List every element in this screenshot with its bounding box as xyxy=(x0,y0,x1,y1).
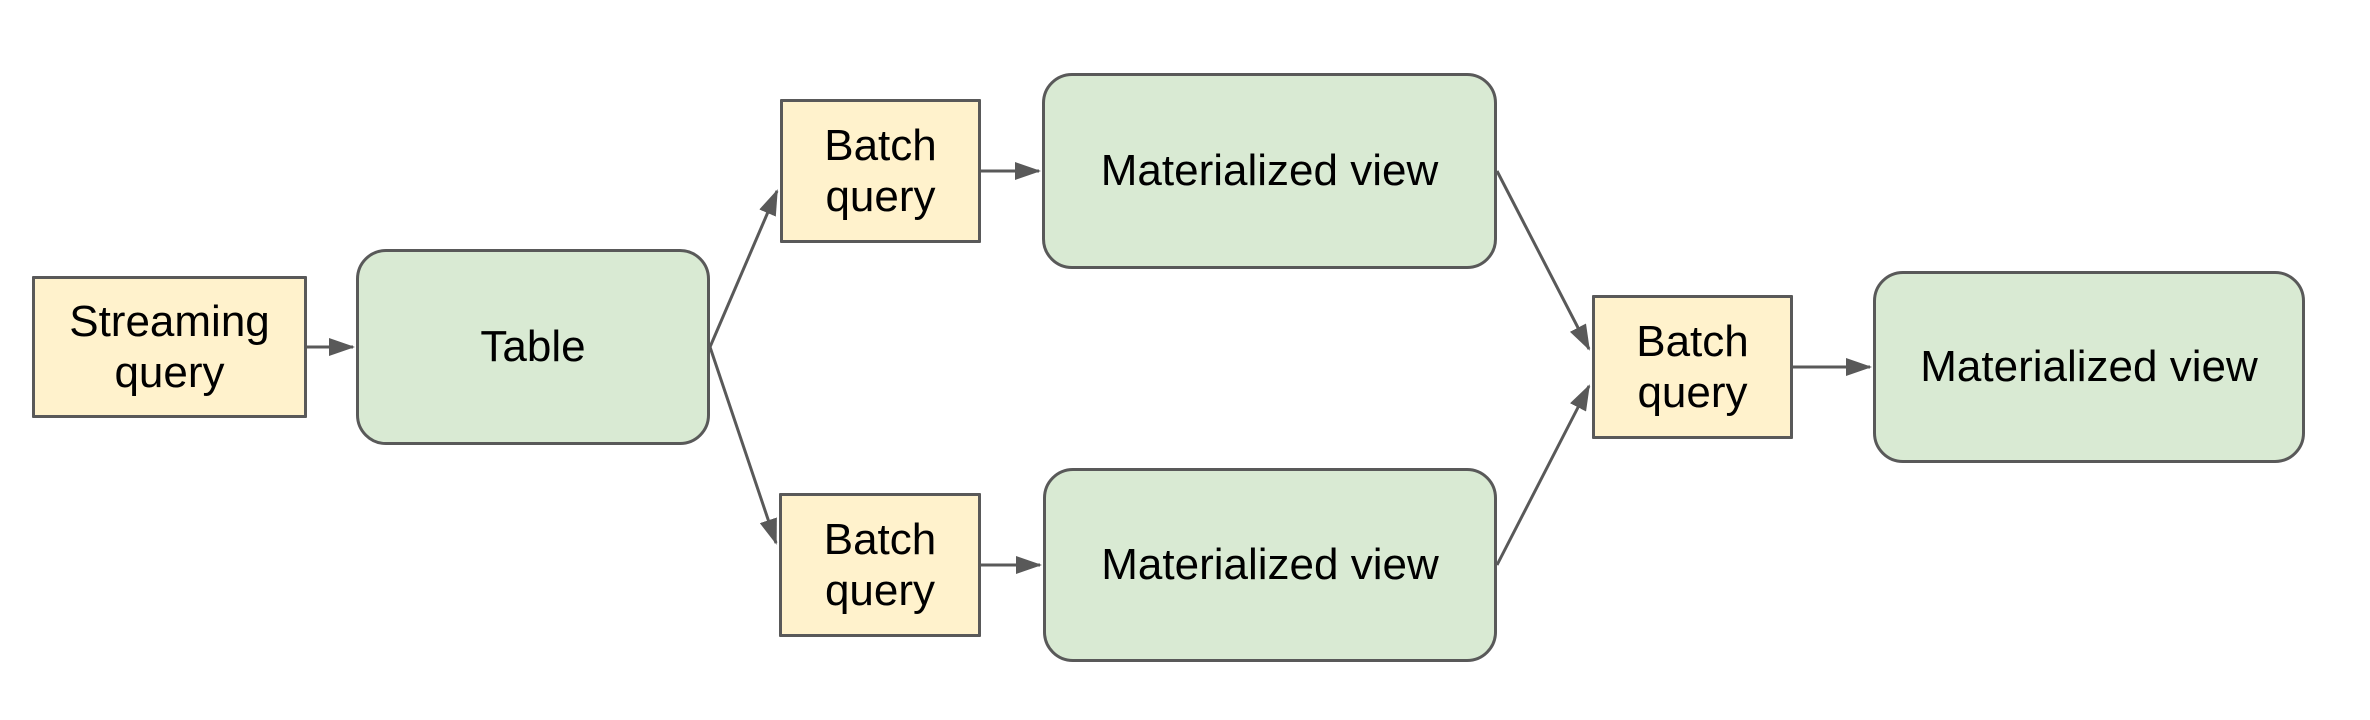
node-batch-query-bottom: Batch query xyxy=(779,493,981,637)
node-label: Materialized view xyxy=(1920,342,2258,392)
node-label: Batch query xyxy=(824,120,937,221)
node-label: Streaming query xyxy=(69,296,270,397)
node-table: Table xyxy=(356,249,710,445)
node-materialized-view-top: Materialized view xyxy=(1042,73,1497,269)
edge-materialized-view-bottom-to-batch-query-merge xyxy=(1495,384,1591,566)
node-materialized-view-final: Materialized view xyxy=(1873,271,2305,463)
node-label: Materialized view xyxy=(1101,540,1439,590)
node-batch-query-top: Batch query xyxy=(780,99,981,243)
edge-table-to-batch-query-top xyxy=(708,189,779,348)
node-label: Materialized view xyxy=(1100,146,1439,196)
node-materialized-view-bottom: Materialized view xyxy=(1043,468,1497,662)
node-streaming-query: Streaming query xyxy=(32,276,307,418)
node-batch-query-merge: Batch query xyxy=(1592,295,1793,439)
node-label: Table xyxy=(480,322,586,372)
edge-table-to-batch-query-bottom xyxy=(708,346,778,545)
node-label: Batch query xyxy=(1636,316,1749,417)
edge-materialized-view-top-to-batch-query-merge xyxy=(1495,170,1591,351)
edge-layer xyxy=(307,162,1872,574)
node-label: Batch query xyxy=(823,514,937,615)
